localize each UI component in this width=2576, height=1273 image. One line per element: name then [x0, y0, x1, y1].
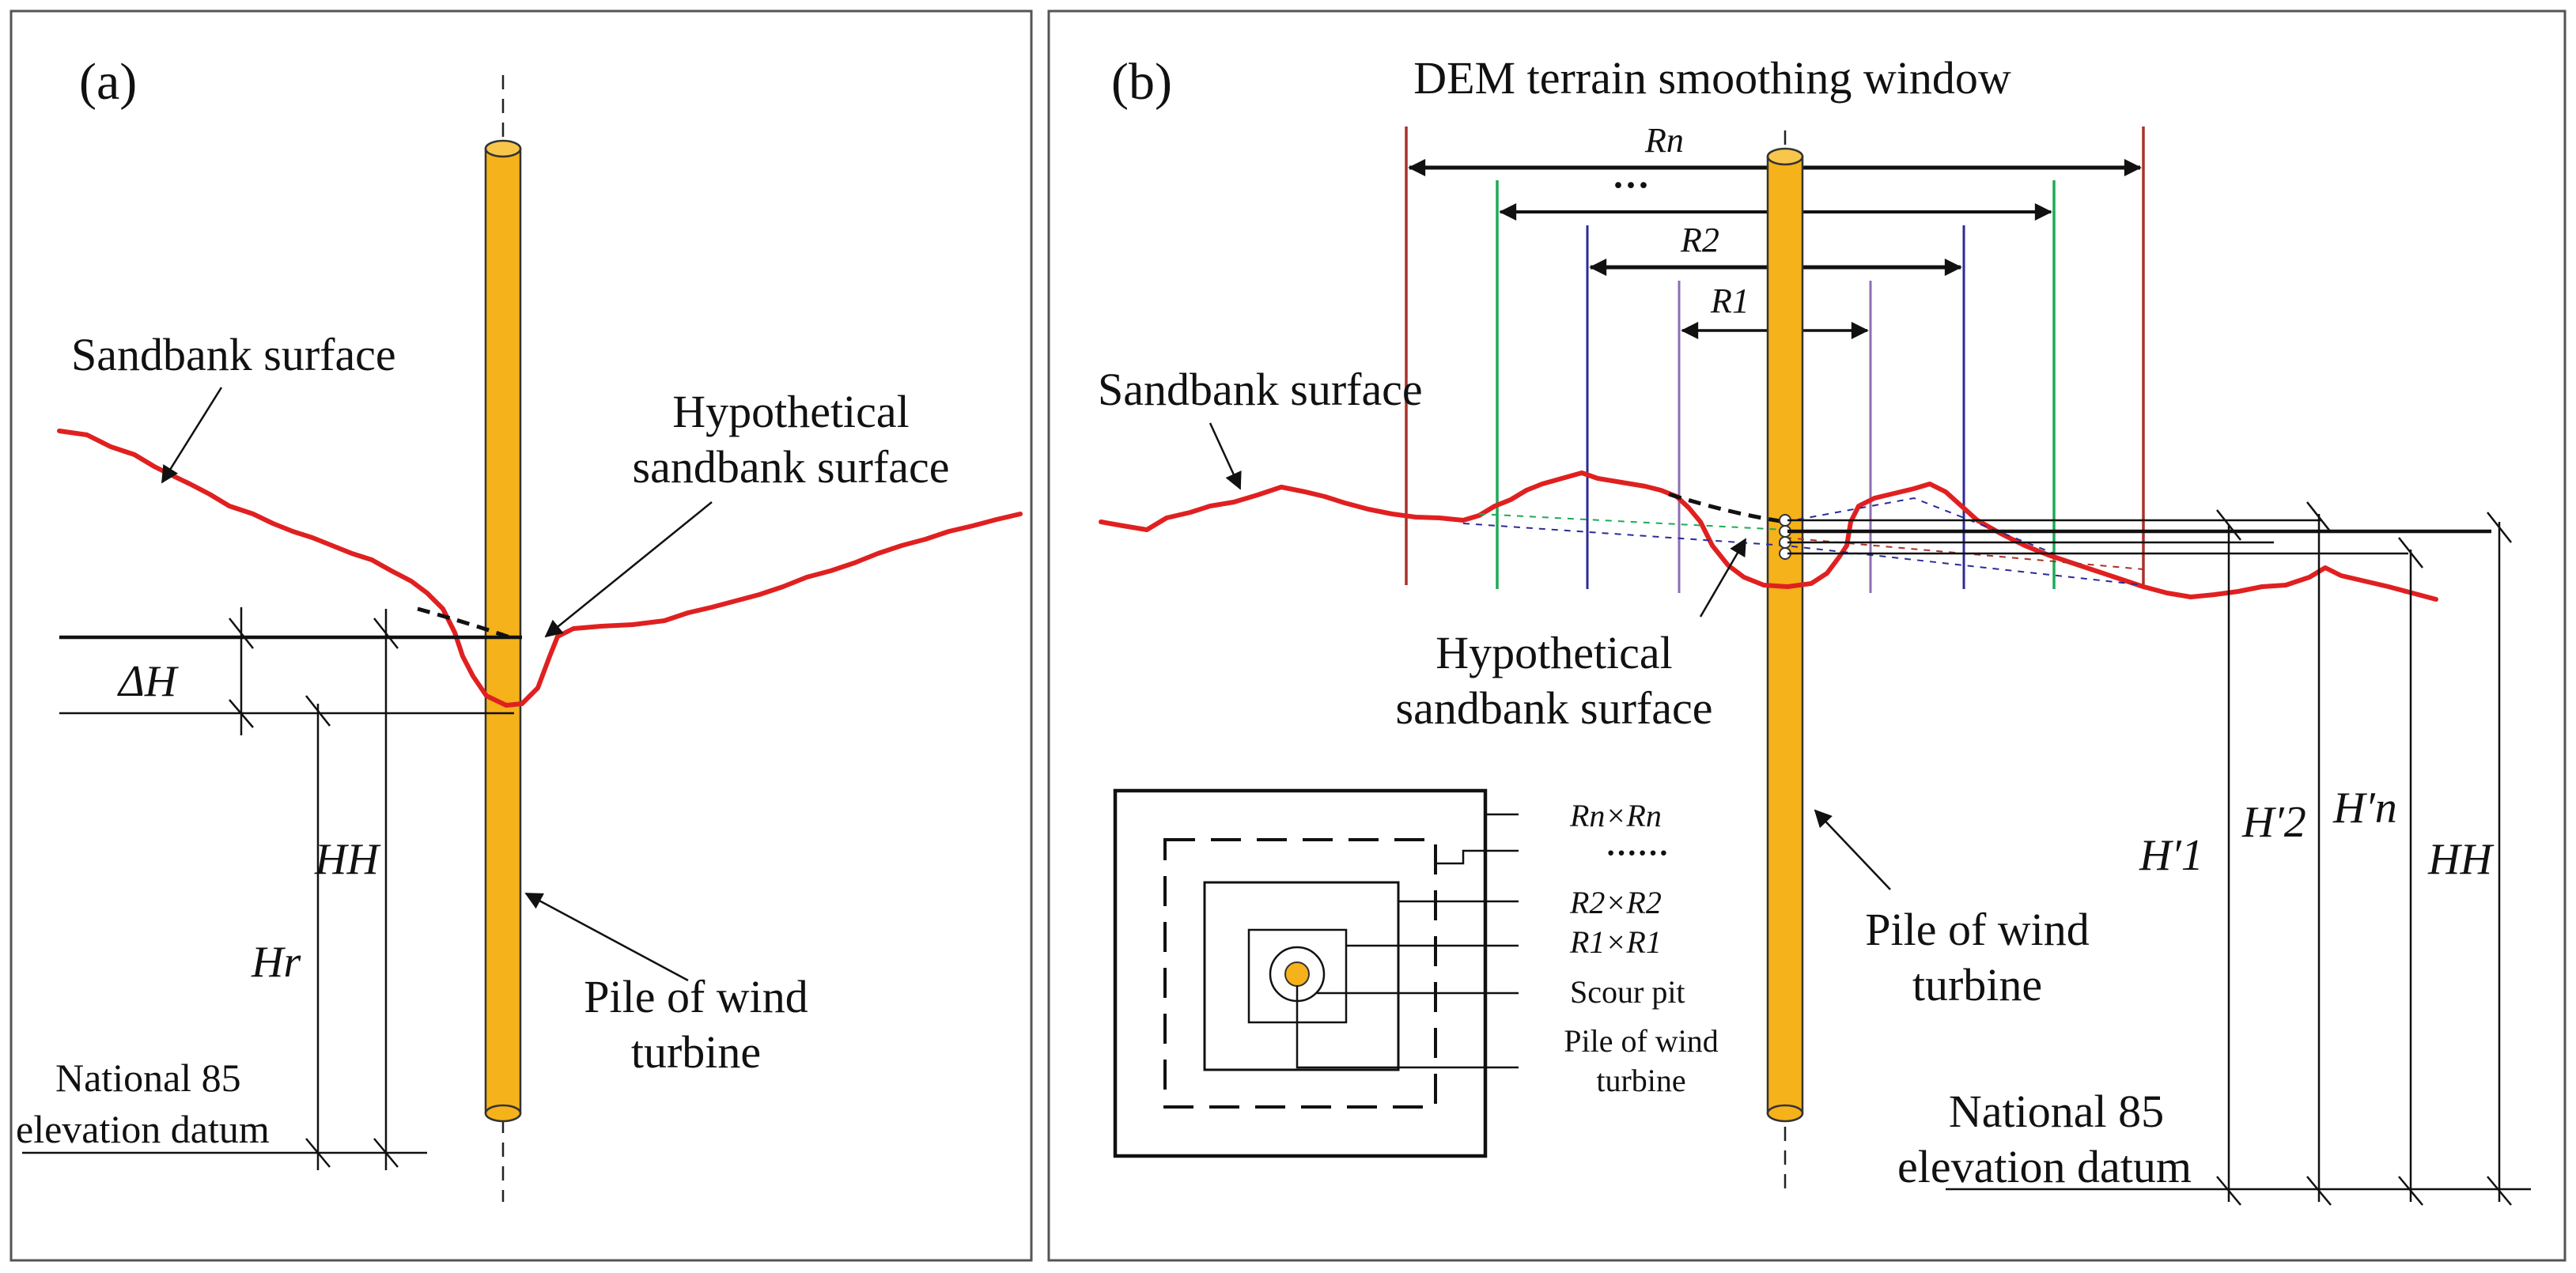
pile-label-a-line2: turbine — [631, 1026, 761, 1078]
smoothing-window-title: DEM terrain smoothing window — [1413, 52, 2011, 104]
pile-arrow-b — [1814, 809, 1891, 890]
hypothetical-trend-green — [1478, 513, 1786, 531]
wind-turbine-pile-bottom-b — [1766, 1104, 1804, 1123]
window-r2-label: R2 — [1680, 221, 1719, 259]
pile-label-a-line1: Pile of wind — [584, 971, 808, 1022]
hypothetical-label-b-line1: Hypothetical — [1436, 627, 1673, 678]
datum-label-a-line2: elevation datum — [16, 1107, 270, 1151]
pile-label-b-line2: turbine — [1912, 959, 2042, 1010]
hr-label: Hr — [251, 938, 301, 987]
inset-r2-square — [1203, 881, 1400, 1071]
hh-label: HH — [314, 835, 380, 884]
hypothetical-arrow-a — [544, 501, 713, 638]
wind-turbine-pile-top — [484, 139, 522, 158]
delta-h-label: ΔH — [117, 657, 179, 706]
inset-scour-pit-label: Scour pit — [1570, 974, 1685, 1010]
inset-pile-label-line2: turbine — [1596, 1063, 1685, 1098]
panel-a-label: (a) — [79, 53, 137, 111]
datum-label-a-line1: National 85 — [55, 1056, 241, 1100]
pile-arrow-a — [524, 892, 689, 982]
panel-a: (a) ΔH HH Hr Sandbank surface — [9, 9, 1033, 1262]
panel-b-label: (b) — [1111, 53, 1172, 111]
pile-label-b-line1: Pile of wind — [1865, 904, 2090, 955]
hh-label-b: HH — [2427, 835, 2494, 884]
inset-rn-square — [1163, 838, 1437, 1109]
wind-turbine-pile-b — [1766, 155, 1804, 1115]
sandbank-surface-arrow-a — [161, 387, 223, 484]
window-rn-label: Rn — [1644, 121, 1684, 160]
hypothetical-surface-line-b — [1668, 492, 1786, 524]
hypothetical-label-a-line2: sandbank surface — [633, 441, 950, 493]
wind-turbine-pile-top-b — [1766, 147, 1804, 166]
window-mid-dots: ··· — [1612, 164, 1650, 206]
inset-pile-circle — [1284, 961, 1310, 987]
panel-b-frame — [1047, 9, 2567, 1262]
inset-pile-label-line1: Pile of wind — [1564, 1023, 1719, 1059]
hypothetical-label-a-line1: Hypothetical — [672, 386, 910, 437]
inset-outer-square — [1113, 788, 1488, 1158]
inset-r1-label: R1×R1 — [1569, 924, 1662, 960]
window-r1-label: R1 — [1710, 281, 1749, 320]
wind-turbine-pile-bottom — [484, 1104, 522, 1123]
datum-label-b-line1: National 85 — [1949, 1086, 2164, 1137]
wind-turbine-pile — [484, 147, 522, 1115]
sandbank-surface-label-a: Sandbank surface — [71, 329, 396, 380]
window-inset: Rn×Rn ······ R2×R2 R1×R1 Scour pit Pile … — [1113, 788, 1719, 1158]
h-prime-n-label: H′n — [2332, 784, 2397, 833]
datum-label-b-line2: elevation datum — [1897, 1141, 2192, 1192]
hypothetical-label-b-line2: sandbank surface — [1396, 682, 1713, 734]
sandbank-surface-label-b: Sandbank surface — [1098, 364, 1423, 415]
panel-a-frame — [9, 9, 1033, 1262]
inset-dots-label: ······ — [1606, 835, 1669, 871]
panel-b: (b) DEM terrain smoothing window Rn ··· … — [1047, 9, 2567, 1262]
inset-r2-label: R2×R2 — [1569, 885, 1662, 920]
sandbank-surface-line — [57, 429, 1023, 708]
sandbank-surface-arrow-b — [1209, 422, 1242, 490]
inset-rn-label: Rn×Rn — [1569, 798, 1662, 833]
h-prime-2-label: H′2 — [2241, 798, 2306, 847]
hypothetical-trend-blue-2 — [1784, 497, 2055, 554]
h-prime-1-label: H′1 — [2139, 831, 2203, 880]
sandbank-surface-line-b — [1099, 470, 2438, 602]
hypothetical-arrow-b — [1699, 538, 1747, 618]
